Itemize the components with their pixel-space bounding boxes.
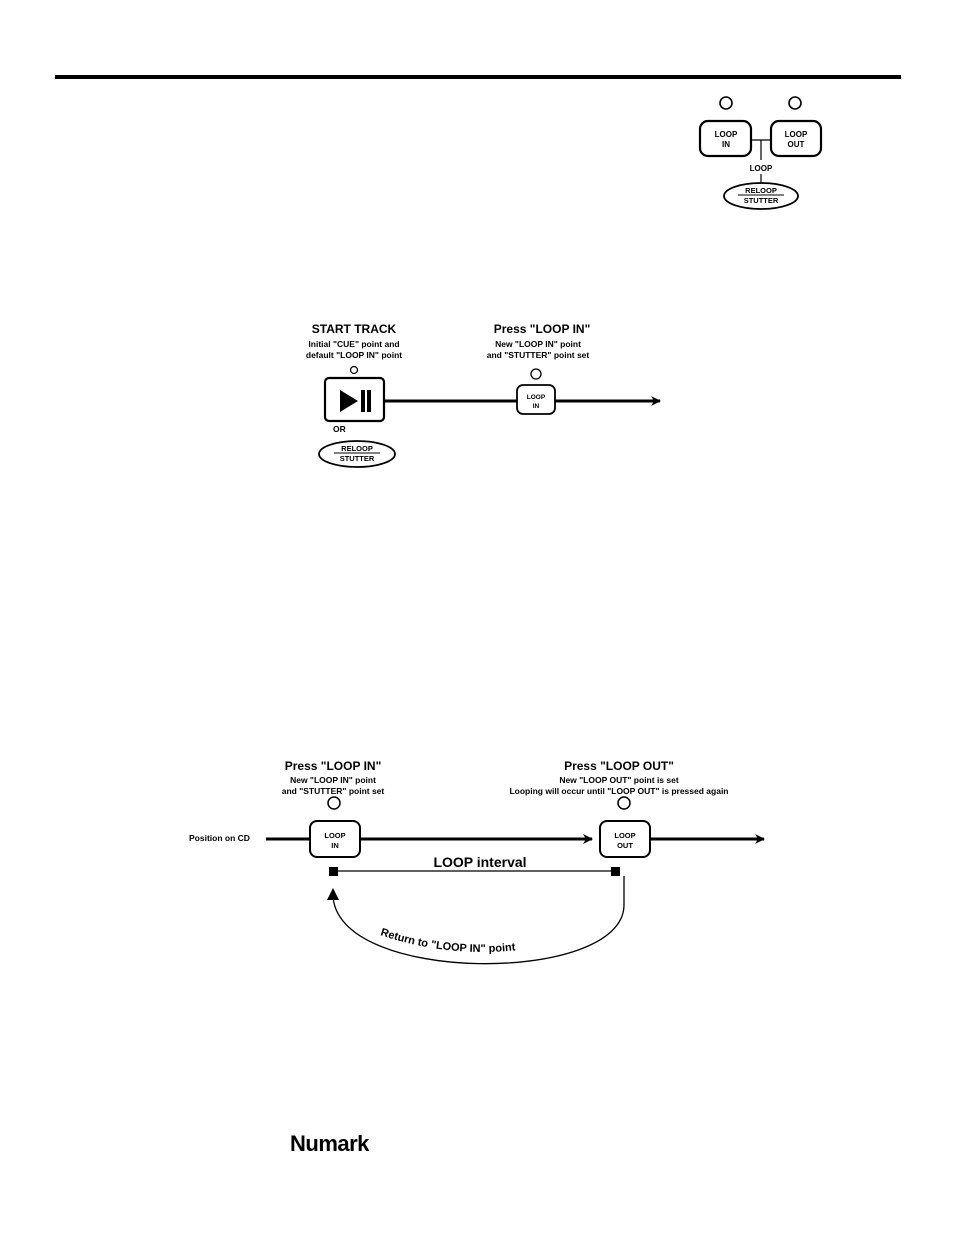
diagram1-reloop-label: RELOOP — [341, 444, 373, 453]
loop-out-subtitle-2: Looping will occur until "LOOP OUT" is p… — [509, 786, 728, 796]
diagram2-loop-in-label-2: IN — [331, 841, 339, 850]
numark-logo: Numark — [290, 1131, 369, 1156]
loop-out-led-icon — [788, 96, 802, 110]
loop-in-title: Press "LOOP IN" — [285, 759, 382, 773]
loop-out-led-icon — [617, 796, 631, 810]
loop-controls-panel: LOOP IN LOOP OUT LOOP RELOOP STUTTER — [698, 96, 823, 210]
diagram1-reloop-stutter-button[interactable]: RELOOP STUTTER — [318, 440, 396, 468]
play-pause-icon — [340, 390, 371, 412]
loop-out-marker — [611, 867, 620, 876]
panel-loop-out-label-2: OUT — [788, 140, 805, 149]
panel-reloop-stutter-button[interactable]: RELOOP STUTTER — [723, 182, 799, 210]
panel-loop-out-button[interactable]: LOOP OUT — [769, 119, 823, 158]
loop-in-subtitle-1: New "LOOP IN" point — [290, 775, 376, 785]
return-label-text: Return to "LOOP IN" point — [379, 926, 516, 955]
play-pause-button[interactable] — [323, 376, 386, 423]
loop-out-title: Press "LOOP OUT" — [564, 759, 674, 773]
loop-in-marker — [329, 867, 338, 876]
loop-in-led-icon — [719, 96, 733, 110]
press-loop-in-subtitle-2: and "STUTTER" point set — [487, 350, 590, 360]
panel-loop-out-label-1: LOOP — [785, 130, 808, 139]
start-track-diagram: START TRACK Initial "CUE" point and defa… — [306, 322, 661, 468]
loop-interval-label: LOOP interval — [433, 854, 526, 870]
start-track-subtitle-2: default "LOOP IN" point — [306, 350, 402, 360]
diagram1-loop-in-label-1: LOOP — [527, 394, 546, 401]
header-rule — [55, 75, 901, 79]
loop-in-led-icon — [530, 368, 542, 380]
loop-out-subtitle-1: New "LOOP OUT" point is set — [559, 775, 679, 785]
start-track-title: START TRACK — [312, 322, 397, 336]
position-on-cd-label: Position on CD — [189, 833, 250, 843]
return-arrowhead-icon — [327, 888, 339, 900]
diagram2-loop-in-label-1: LOOP — [324, 831, 345, 840]
panel-reloop-label: RELOOP — [745, 186, 777, 195]
panel-loop-in-label-1: LOOP — [715, 130, 738, 139]
return-label: Return to "LOOP IN" point — [379, 926, 516, 955]
loop-in-led-icon — [327, 796, 341, 810]
or-label: OR — [333, 424, 346, 434]
diagram1-loop-in-button[interactable]: LOOP IN — [516, 384, 556, 415]
loop-in-subtitle-2: and "STUTTER" point set — [282, 786, 385, 796]
diagram2-loop-out-button[interactable]: LOOP OUT — [599, 820, 651, 858]
return-path — [332, 876, 625, 965]
press-loop-in-title: Press "LOOP IN" — [494, 322, 591, 336]
diagram1-stutter-label: STUTTER — [340, 454, 375, 463]
diagram1-loop-in-label-2: IN — [533, 403, 540, 410]
start-track-subtitle-1: Initial "CUE" point and — [308, 339, 399, 349]
diagram2-loop-out-label-2: OUT — [617, 841, 633, 850]
play-led-icon — [349, 365, 359, 375]
panel-loop-in-label-2: IN — [722, 140, 730, 149]
loop-interval-diagram: Press "LOOP IN" New "LOOP IN" point and … — [189, 759, 765, 965]
diagram2-loop-in-button[interactable]: LOOP IN — [309, 820, 361, 858]
diagram2-loop-out-label-1: LOOP — [614, 831, 635, 840]
panel-stutter-label: STUTTER — [744, 196, 779, 205]
press-loop-in-subtitle-1: New "LOOP IN" point — [495, 339, 581, 349]
panel-loop-label: LOOP — [750, 164, 773, 173]
panel-loop-in-button[interactable]: LOOP IN — [698, 119, 753, 158]
